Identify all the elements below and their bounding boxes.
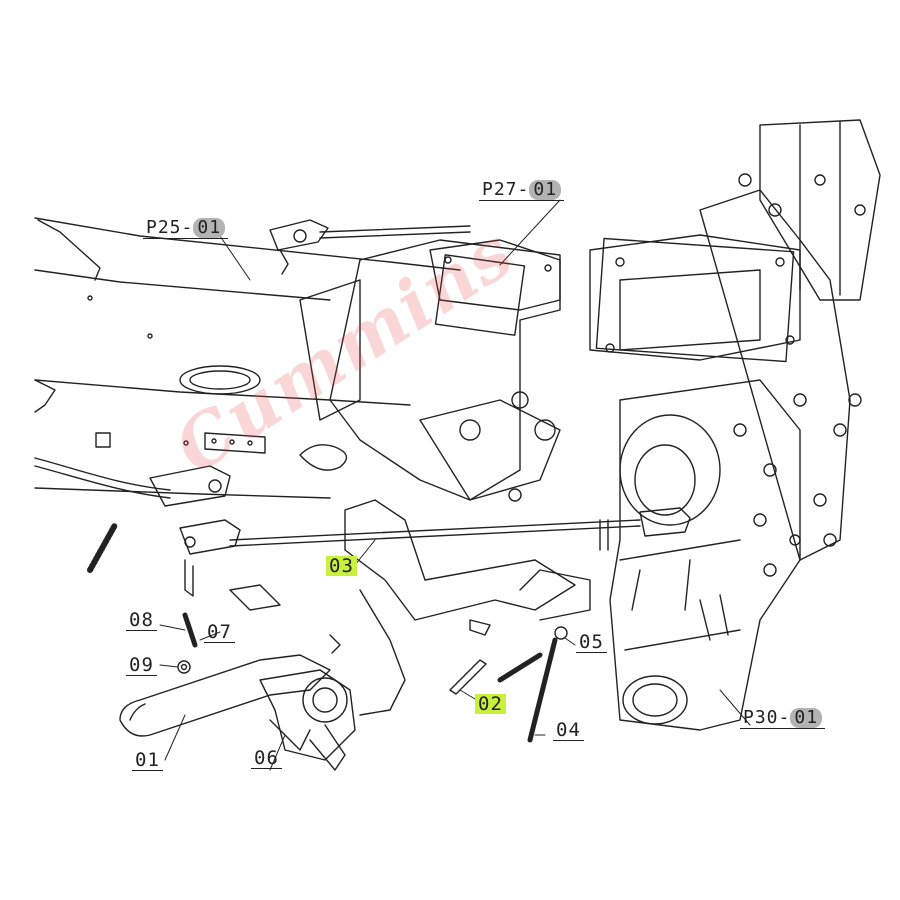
callout-04: 04	[553, 720, 584, 741]
ref-p27-prefix: P27-	[482, 179, 530, 200]
frame-beam	[34, 217, 461, 499]
ref-p30-label: P30-01	[740, 707, 826, 729]
callout-05: 05	[576, 632, 607, 653]
ref-p25-prefix: P25-	[146, 217, 194, 238]
leader-lines	[159, 199, 751, 771]
ref-p25-index: 01	[193, 218, 226, 238]
upper-rod	[269, 219, 471, 275]
transmission-housing	[609, 119, 881, 731]
ref-p30-index: 01	[790, 708, 823, 728]
callout-08: 08	[126, 610, 157, 631]
callout-07: 07	[204, 622, 235, 643]
callout-06: 06	[251, 748, 282, 769]
ref-p27-index: 01	[529, 180, 562, 200]
ref-p25-label: P25-01	[143, 217, 229, 239]
callout-01: 01	[132, 750, 163, 771]
callout-02: 02	[475, 694, 506, 714]
ref-p30-prefix: P30-	[743, 707, 791, 728]
small-parts	[177, 519, 609, 743]
lift-housing	[299, 234, 801, 502]
hand-lever	[119, 584, 356, 771]
callout-09: 09	[126, 655, 157, 676]
callout-03: 03	[326, 556, 357, 576]
ref-p27-label: P27-01	[479, 179, 565, 201]
bracket-03	[344, 499, 591, 716]
lower-cable	[34, 457, 691, 597]
